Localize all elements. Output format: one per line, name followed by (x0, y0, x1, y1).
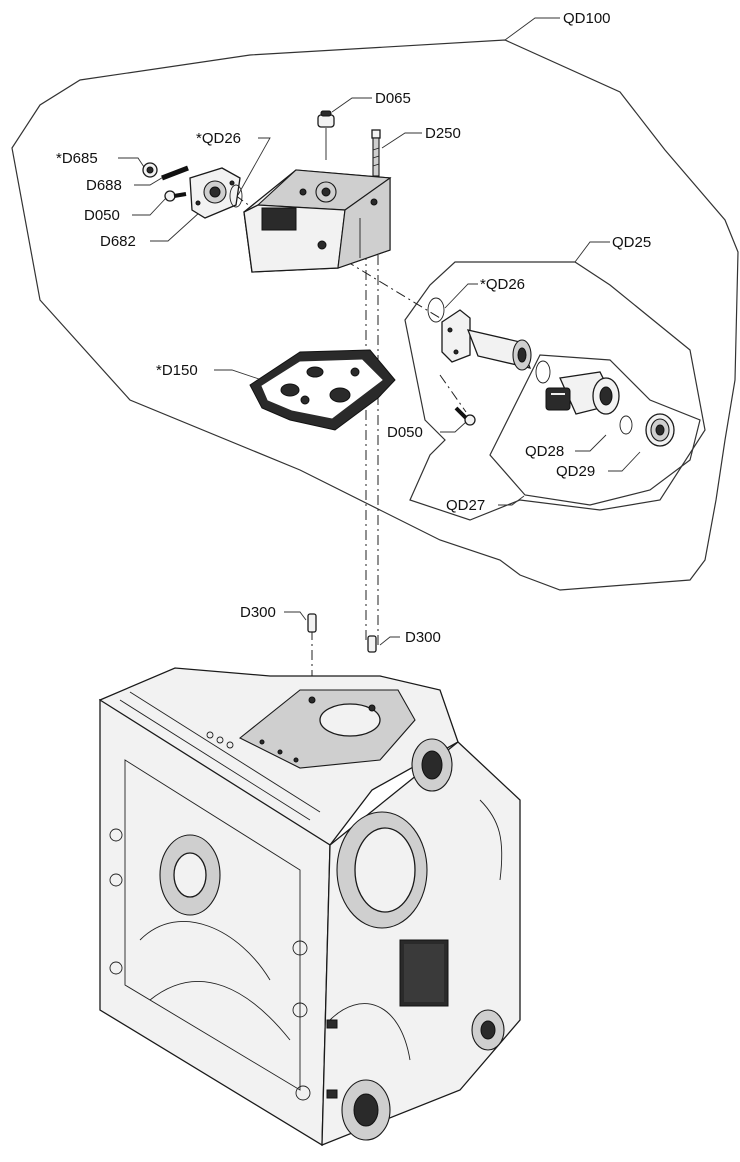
leader-qd28 (575, 434, 607, 452)
d250-bolt-icon (371, 129, 381, 177)
label-qd29: QD29 (556, 463, 595, 480)
leader-qd100 (504, 17, 560, 41)
d300-right-pin-icon (367, 635, 377, 653)
label-d300-right: D300 (405, 629, 441, 646)
label-d300-left: D300 (240, 604, 276, 621)
main-housing (98, 667, 521, 1147)
d300-left-pin-icon (307, 613, 317, 633)
label-qd25: QD25 (612, 234, 651, 251)
qd26-oring-right-icon (427, 297, 445, 323)
axis-diagonal-screw (439, 374, 467, 413)
qd27-coil-icon (535, 360, 620, 415)
d682-cover-icon (189, 167, 241, 219)
qd26-oring-top-icon (229, 184, 243, 208)
leader-d300-right (379, 636, 400, 646)
label-d685: *D685 (56, 150, 98, 167)
leader-d688 (134, 175, 166, 186)
d050-screw-icon (164, 190, 187, 202)
d065-plug-icon (317, 110, 335, 160)
label-qd100: QD100 (563, 10, 611, 27)
label-qd26-top: *QD26 (196, 130, 241, 147)
qd29-nut-icon (645, 413, 675, 447)
leader-d685 (118, 157, 147, 171)
label-d150: *D150 (156, 362, 198, 379)
label-d065: D065 (375, 90, 411, 107)
leader-d682 (150, 211, 201, 242)
valve-body-block (243, 169, 392, 273)
d050-right-screw-icon (454, 406, 476, 426)
label-d250: D250 (425, 125, 461, 142)
leader-d050-right (440, 421, 467, 433)
label-d050-right: D050 (387, 424, 423, 441)
leader-qd27 (498, 495, 525, 506)
d688-stud-icon (161, 165, 189, 181)
leader-d250 (381, 132, 422, 149)
d150-gasket-icon (249, 349, 396, 431)
qd25-tube-assembly-icon (441, 309, 532, 371)
label-d682: D682 (100, 233, 136, 250)
leader-d150 (214, 369, 263, 381)
qd100-group-outline (11, 39, 739, 591)
label-d050-top: D050 (84, 207, 120, 224)
leader-qd26-right (444, 283, 478, 309)
leader-qd26-top (237, 137, 271, 196)
label-d688: D688 (86, 177, 122, 194)
d685-nut-icon (142, 162, 158, 178)
leader-qd25 (574, 241, 610, 263)
leader-d065 (331, 97, 372, 113)
leader-d050-top (132, 197, 167, 216)
leader-qd29 (608, 451, 641, 472)
qd25-group-outline (404, 261, 706, 521)
label-qd26-right: *QD26 (480, 276, 525, 293)
qd27-group-outline (489, 354, 701, 506)
qd28-oring-icon (619, 415, 633, 435)
leader-d300-left (284, 611, 307, 621)
label-qd27: QD27 (446, 497, 485, 514)
label-qd28: QD28 (525, 443, 564, 460)
